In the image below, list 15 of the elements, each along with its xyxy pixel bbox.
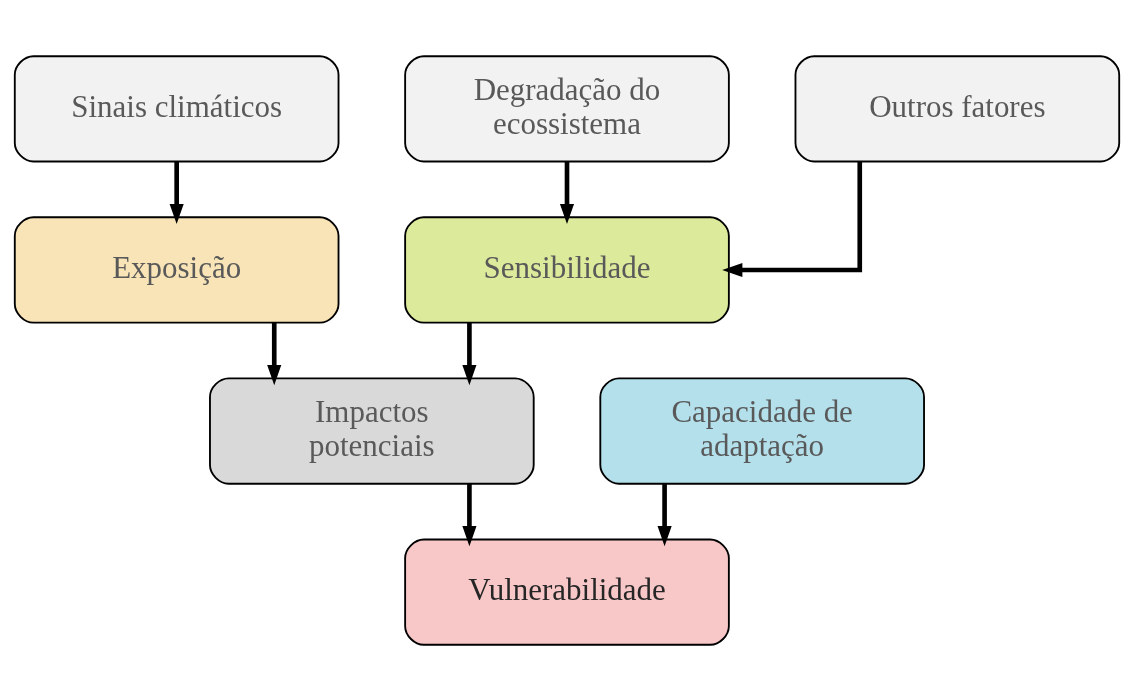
node-box: Capacidade de adaptação — [599, 376, 925, 485]
node-box: Vulnerabilidade — [404, 538, 730, 646]
node-box: Sensibilidade — [404, 215, 730, 324]
arrow — [462, 322, 477, 385]
arrow — [267, 322, 282, 385]
node-box: Exposição — [13, 215, 340, 324]
arrow — [462, 483, 477, 546]
node-box: Impactos potenciais — [209, 376, 535, 485]
arrow — [722, 161, 863, 277]
arrow — [559, 161, 575, 224]
node-box: Outros fatores — [794, 54, 1121, 162]
arrow — [657, 483, 672, 546]
node-box: Degradação do ecossistema — [404, 54, 730, 162]
arrow — [169, 161, 184, 224]
node-box: Sinais climáticos — [13, 54, 340, 162]
